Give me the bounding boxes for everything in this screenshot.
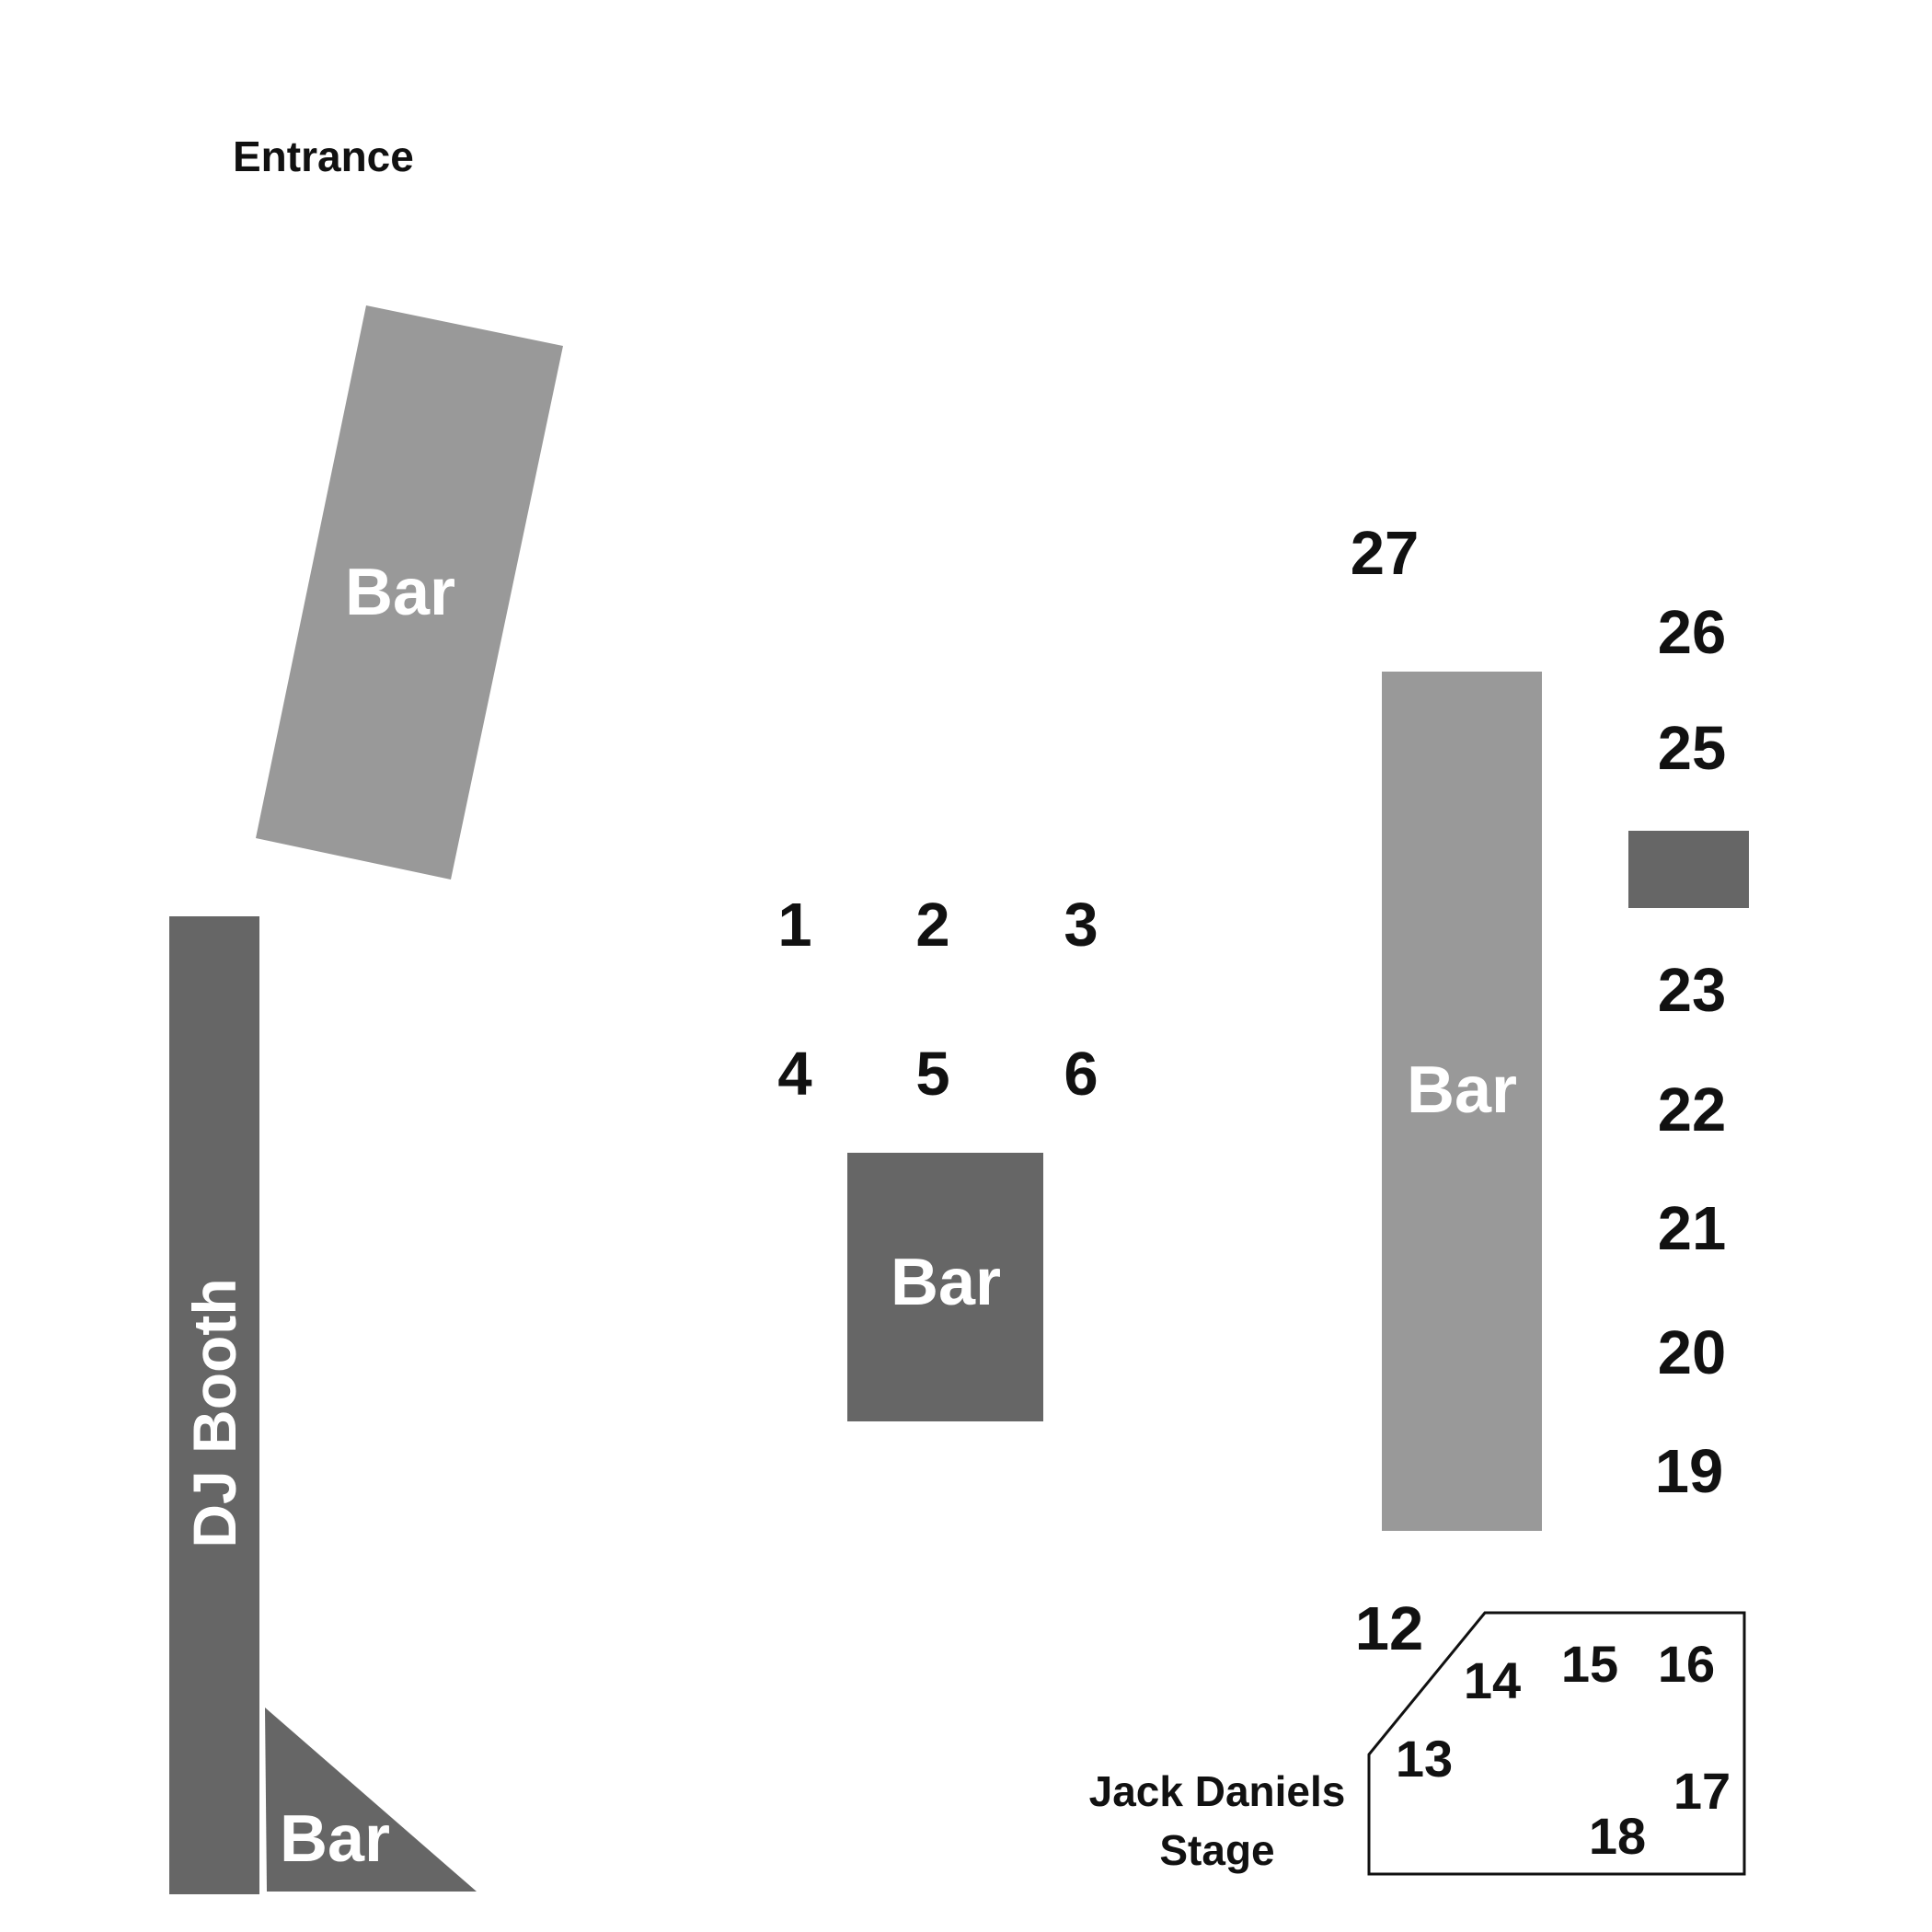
bar-right (1382, 672, 1542, 1531)
table-4[interactable]: 4 (777, 1040, 811, 1109)
bar-center-label: Bar (891, 1246, 1001, 1319)
stage-label-line1: Jack Daniels (1089, 1767, 1346, 1815)
table-15[interactable]: 15 (1561, 1635, 1618, 1693)
stage-label-line2: Stage (1159, 1826, 1274, 1874)
table-13[interactable]: 13 (1396, 1730, 1453, 1788)
right-block (1628, 831, 1749, 908)
table-6[interactable]: 6 (1064, 1040, 1098, 1109)
table-26[interactable]: 26 (1658, 598, 1727, 667)
table-27[interactable]: 27 (1351, 519, 1420, 588)
entrance-label: Entrance (233, 132, 414, 180)
bar-right-label: Bar (1407, 1053, 1517, 1127)
stage-outline (1367, 1611, 1746, 1876)
bar-center (847, 1153, 1043, 1421)
table-5[interactable]: 5 (915, 1040, 949, 1109)
dj-booth (169, 916, 259, 1894)
table-23[interactable]: 23 (1658, 956, 1727, 1025)
bar-triangle (265, 1708, 477, 1892)
table-3[interactable]: 3 (1064, 891, 1098, 960)
bar-triangle-label: Bar (280, 1802, 390, 1876)
table-12[interactable]: 12 (1355, 1594, 1424, 1663)
bar-top-left (256, 305, 563, 880)
table-21[interactable]: 21 (1658, 1194, 1727, 1263)
bar-top-left-label: Bar (345, 556, 455, 629)
table-19[interactable]: 19 (1655, 1437, 1724, 1506)
table-14[interactable]: 14 (1464, 1651, 1521, 1709)
table-18[interactable]: 18 (1589, 1807, 1646, 1865)
table-16[interactable]: 16 (1658, 1635, 1715, 1693)
table-2[interactable]: 2 (915, 891, 949, 960)
table-17[interactable]: 17 (1673, 1762, 1731, 1820)
dj-booth-label: DJ Booth (180, 1278, 248, 1547)
table-25[interactable]: 25 (1658, 714, 1727, 783)
table-20[interactable]: 20 (1658, 1318, 1727, 1387)
table-22[interactable]: 22 (1658, 1075, 1727, 1144)
table-1[interactable]: 1 (777, 891, 811, 960)
